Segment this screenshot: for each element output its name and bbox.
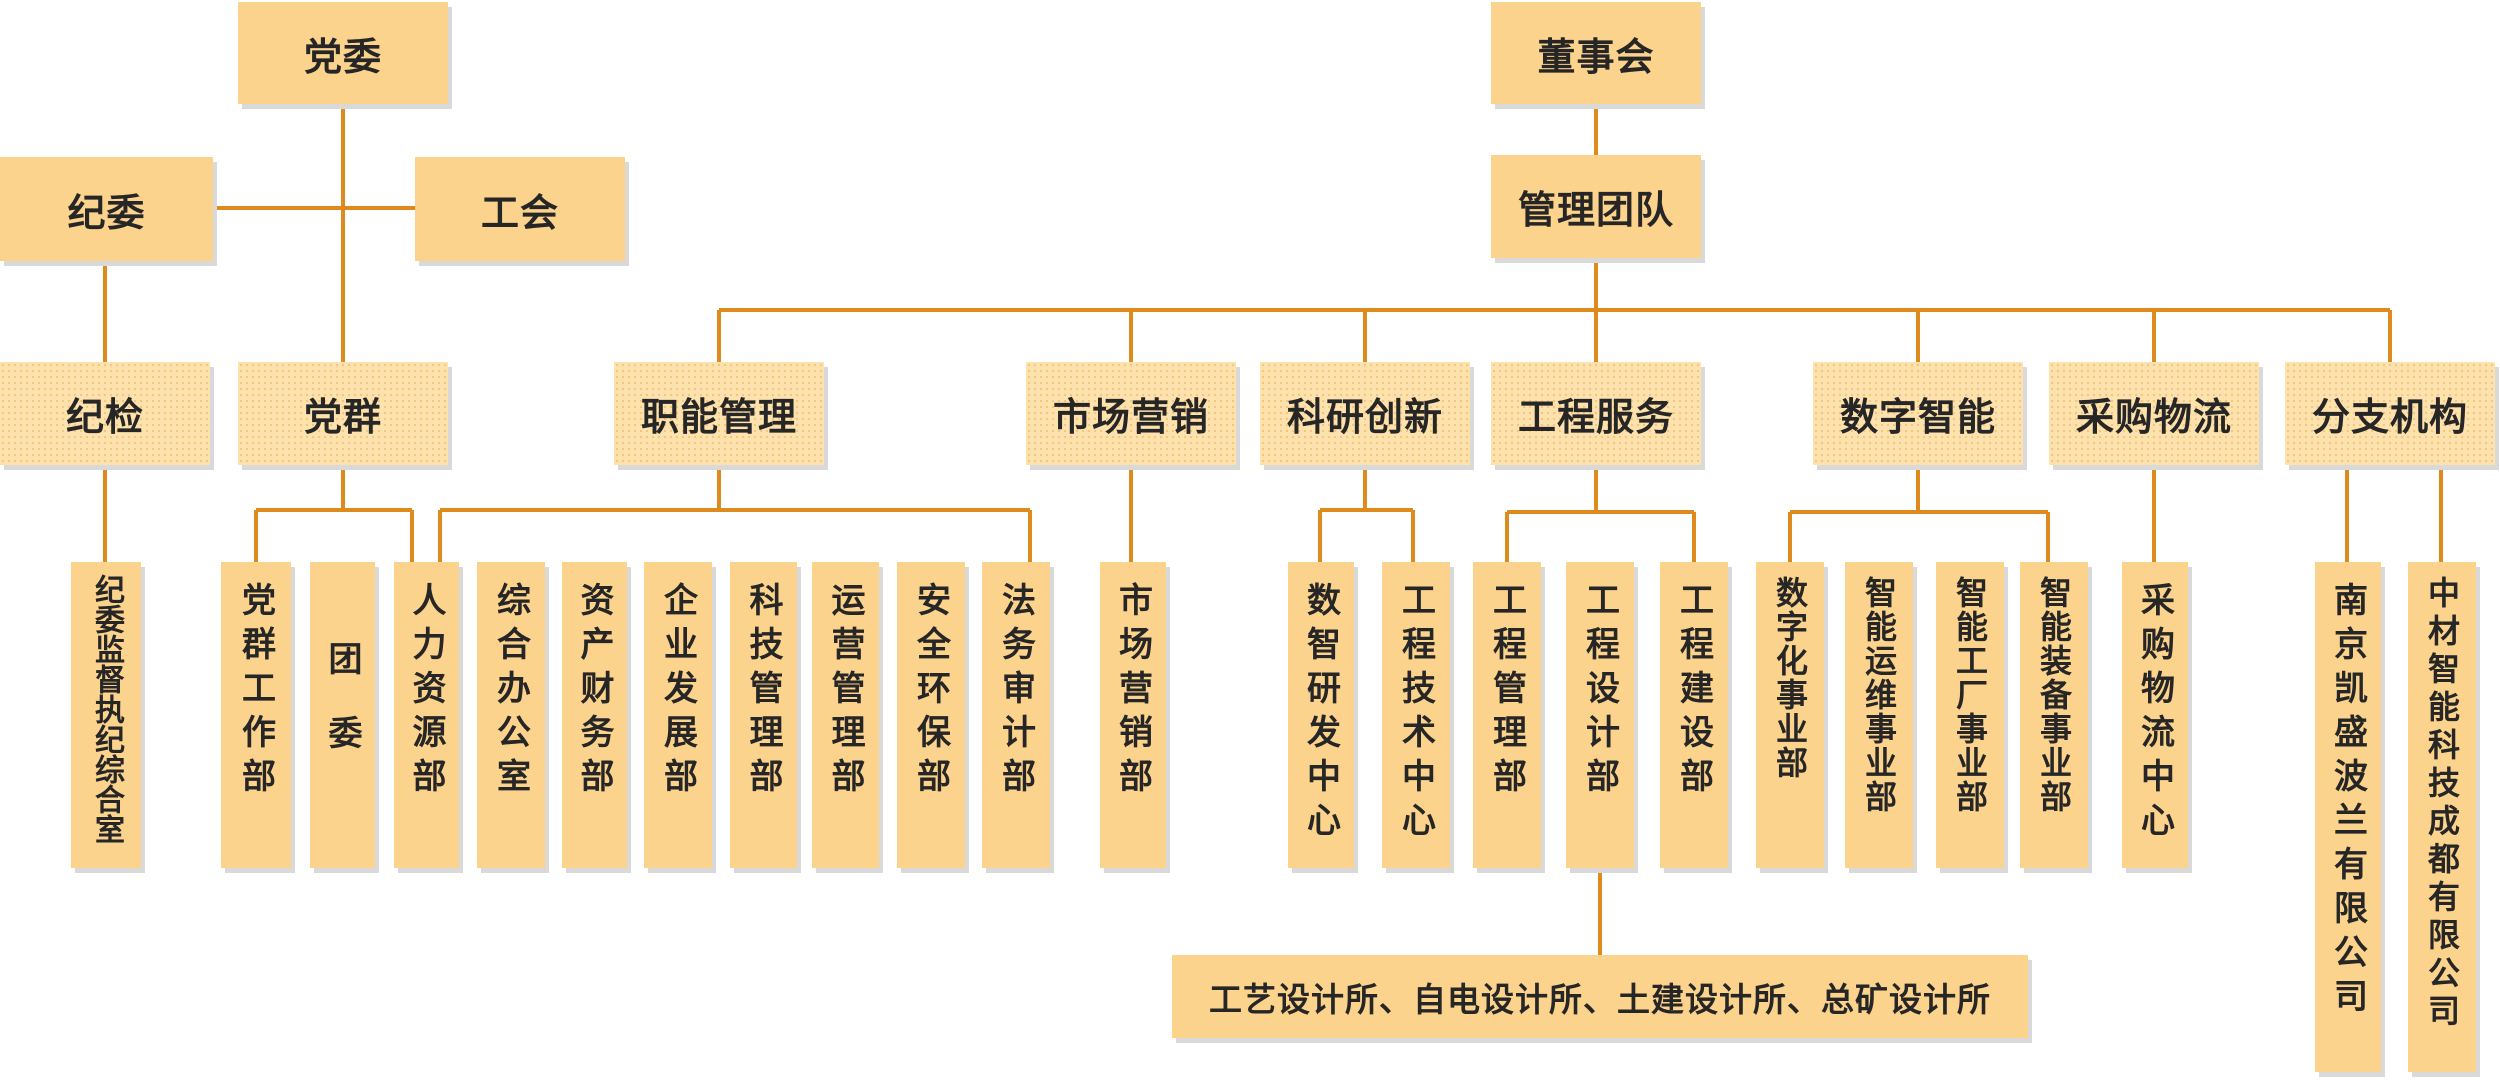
dept-discipline-office: 纪委监督执纪综合室 bbox=[71, 562, 141, 868]
category-branches: 分支机构 bbox=[2285, 362, 2495, 465]
dept-research-1: 工程技术中心 bbox=[1382, 562, 1450, 868]
dept-functional-7: 法务审计部 bbox=[982, 562, 1050, 868]
party-mass-box: 党群 bbox=[238, 362, 448, 465]
dept-functional-6: 安全环保部 bbox=[897, 562, 965, 868]
branch-company-1: 中材智能科技成都有限公司 bbox=[2408, 562, 2476, 1072]
dept-digital-2: 智能工厂事业部 bbox=[1936, 562, 2004, 868]
dept-engineering-1: 工程设计部 bbox=[1566, 562, 1634, 868]
branch-company-0: 南京凯盛波兰有限公司 bbox=[2315, 562, 2381, 1072]
dept-functional-5: 运营管理部 bbox=[812, 562, 879, 868]
dept-functional-4: 科技管理部 bbox=[730, 562, 797, 868]
party-committee-box: 党委 bbox=[238, 2, 448, 104]
dept-engineering-0: 工程管理部 bbox=[1473, 562, 1541, 868]
dept-functional-2: 资产财务部 bbox=[562, 562, 627, 868]
dept-digital-0: 数字化事业部 bbox=[1756, 562, 1824, 868]
management-team-box: 管理团队 bbox=[1491, 155, 1701, 258]
dept-procurement: 采购物流中心 bbox=[2122, 562, 2188, 868]
discipline-inspection-box: 纪检 bbox=[0, 362, 210, 465]
dept-digital-1: 智能运维事业部 bbox=[1845, 562, 1913, 868]
union-box: 工会 bbox=[415, 157, 625, 261]
dept-engineering-2: 工程建设部 bbox=[1660, 562, 1728, 868]
design-institutes-box: 工艺设计所、自电设计所、土建设计所、总矿设计所 bbox=[1172, 955, 2028, 1038]
dept-functional-0: 人力资源部 bbox=[394, 562, 459, 868]
discipline-committee-box: 纪委 bbox=[0, 157, 213, 261]
category-engineering: 工程服务 bbox=[1491, 362, 1701, 465]
dept-party-work: 党群工作部 bbox=[221, 562, 291, 868]
dept-youth-league: 团委 bbox=[310, 562, 375, 868]
dept-functional-3: 企业发展部 bbox=[644, 562, 712, 868]
dept-research-0: 数智研发中心 bbox=[1288, 562, 1354, 868]
dept-digital-3: 智能装备事业部 bbox=[2020, 562, 2088, 868]
board-of-directors-box: 董事会 bbox=[1491, 2, 1701, 104]
category-research: 科研创新 bbox=[1260, 362, 1470, 465]
dept-marketing: 市场营销部 bbox=[1100, 562, 1166, 868]
category-procurement: 采购物流 bbox=[2049, 362, 2259, 465]
category-marketing: 市场营销 bbox=[1026, 362, 1236, 465]
dept-functional-1: 综合办公室 bbox=[477, 562, 545, 868]
category-digital: 数字智能 bbox=[1813, 362, 2023, 465]
category-functional: 职能管理 bbox=[614, 362, 824, 465]
